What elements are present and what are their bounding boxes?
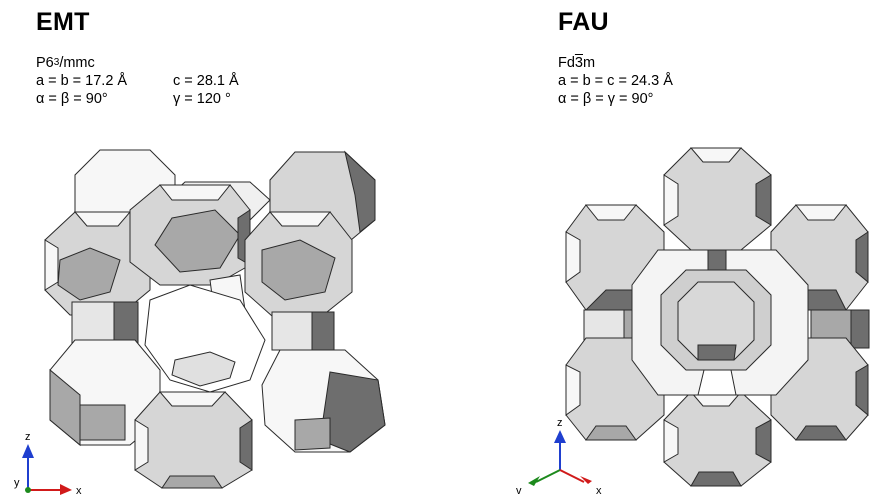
fau-axis-x-label: x <box>596 485 602 495</box>
emt-central-ring <box>144 284 266 393</box>
fau-axis-triad: z v x <box>516 417 602 495</box>
fau-lattice: a = b = c = 24.3 Å <box>558 73 673 89</box>
emt-angles-row: α = β = 90° γ = 120 ° <box>36 90 239 108</box>
fau-space-group-bar: 3 <box>574 55 583 71</box>
emt-structure-illustration: z y x <box>14 149 386 495</box>
fau-angles-row: α = β = γ = 90° <box>558 90 673 108</box>
fau-structure-illustration: z v x <box>516 147 870 495</box>
emt-axis-x-label: x <box>76 485 82 495</box>
emt-axis-y-label: y <box>14 477 20 489</box>
emt-axis-triad: z y x <box>14 431 82 495</box>
emt-angle-g: γ = 120 ° <box>173 91 231 107</box>
emt-space-group-sub: 3 <box>53 57 60 68</box>
emt-lattice-ab: a = b = 17.2 Å <box>36 73 128 89</box>
fau-title: FAU <box>558 8 609 36</box>
fau-space-group-pre: Fd <box>558 55 575 71</box>
emt-lattice-c: c = 28.1 Å <box>173 73 239 89</box>
emt-lower-cages <box>49 339 386 489</box>
emt-upper-cages <box>44 184 353 317</box>
fau-axis-z-label: z <box>557 417 563 429</box>
emt-space-group-rest: /mmc <box>59 55 95 71</box>
emt-axis-z-label: z <box>25 431 31 443</box>
emt-title: EMT <box>36 8 90 36</box>
emt-lengths-row: a = b = 17.2 Å c = 28.1 Å <box>36 72 239 90</box>
fau-axis-v-label: v <box>516 485 522 495</box>
fau-supercage <box>631 249 809 396</box>
emt-angles-ab: α = β = 90° <box>36 91 108 107</box>
emt-space-group-base: P6 <box>36 55 54 71</box>
fau-lengths-row: a = b = c = 24.3 Å <box>558 72 673 90</box>
fau-cage-top <box>663 147 772 251</box>
fau-angles: α = β = γ = 90° <box>558 91 654 107</box>
fau-space-group-post: m <box>583 55 596 71</box>
